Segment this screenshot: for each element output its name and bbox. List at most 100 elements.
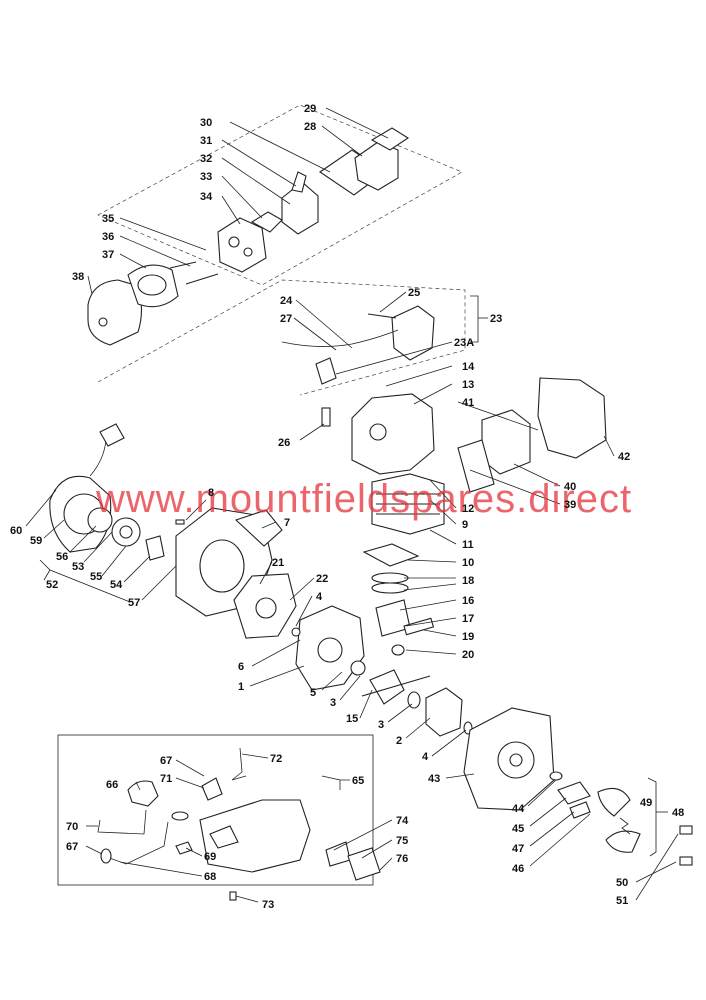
callout-10: 10 <box>462 557 474 569</box>
gasket <box>250 211 283 233</box>
callout-2: 2 <box>396 735 402 747</box>
ignition-coil-group <box>281 305 435 427</box>
callout-35: 35 <box>102 213 114 225</box>
callout-76: 76 <box>396 853 408 865</box>
callout-59: 59 <box>30 535 42 547</box>
callout-39: 39 <box>564 499 576 511</box>
callout-56: 56 <box>56 551 68 563</box>
cylinder-gasket <box>362 543 420 567</box>
callout-4a: 4 <box>316 591 323 603</box>
callout-37: 37 <box>102 249 114 261</box>
callout-7: 7 <box>284 517 290 529</box>
callout-42: 42 <box>618 451 630 463</box>
crankcase-group <box>233 573 555 811</box>
watermark: www.mountfieldspares.direct <box>95 477 632 521</box>
callout-57: 57 <box>128 597 140 609</box>
callout-8: 8 <box>208 487 214 499</box>
callout-18: 18 <box>462 575 474 587</box>
callout-9: 9 <box>462 519 468 531</box>
piston-ring-2 <box>371 582 409 594</box>
callout-36: 36 <box>102 231 114 243</box>
callout-17: 17 <box>462 613 474 625</box>
callout-33: 33 <box>200 171 212 183</box>
callout-21: 21 <box>272 557 284 569</box>
piston-ring-1 <box>371 572 409 584</box>
callout-24: 24 <box>280 295 293 307</box>
callout-41: 41 <box>462 397 474 409</box>
fuel-filter <box>100 848 112 864</box>
callout-3a: 3 <box>330 697 336 709</box>
callout-12: 12 <box>462 503 474 515</box>
callout-16: 16 <box>462 595 474 607</box>
callout-26: 26 <box>278 437 290 449</box>
group-frames <box>57 104 466 886</box>
callout-44: 44 <box>512 803 525 815</box>
callout-13: 13 <box>462 379 474 391</box>
fuel-tank-group <box>97 747 381 901</box>
callout-51: 51 <box>616 895 628 907</box>
callout-46: 46 <box>512 863 524 875</box>
callout-1: 1 <box>238 681 244 693</box>
needle-bearing <box>391 644 405 656</box>
callout-48: 48 <box>672 807 684 819</box>
clutch-group <box>549 771 693 866</box>
callout-55: 55 <box>90 571 102 583</box>
callout-60: 60 <box>10 525 22 537</box>
callout-68: 68 <box>204 871 216 883</box>
leader-lines <box>25 107 679 903</box>
callout-67a: 67 <box>160 755 172 767</box>
callout-45: 45 <box>512 823 524 835</box>
crankshaft <box>369 669 405 705</box>
callout-71: 71 <box>160 773 172 785</box>
callout-73: 73 <box>262 899 274 911</box>
callout-43: 43 <box>428 773 440 785</box>
callout-47: 47 <box>512 843 524 855</box>
callout-5: 5 <box>310 687 316 699</box>
air-filter-cover <box>87 279 143 346</box>
fuel-tank <box>199 799 311 873</box>
callout-72: 72 <box>270 753 282 765</box>
fuel-grommet <box>201 777 223 801</box>
callout-4b: 4 <box>422 751 429 763</box>
callout-40: 40 <box>564 481 576 493</box>
fuel-tank-kit-frame <box>57 734 374 886</box>
ignition-coil <box>391 305 435 361</box>
muffler-gasket <box>457 439 495 493</box>
callout-22: 22 <box>316 573 328 585</box>
callout-3b: 3 <box>378 719 384 731</box>
callout-65: 65 <box>352 775 364 787</box>
callout-34: 34 <box>200 191 213 203</box>
muffler-guard <box>537 377 607 459</box>
callout-75: 75 <box>396 835 408 847</box>
carburettor-group <box>87 127 410 346</box>
cylinder-group <box>351 377 607 656</box>
clutch-shoe-2 <box>605 830 641 853</box>
callout-53: 53 <box>72 561 84 573</box>
piston-pin <box>403 617 435 636</box>
callout-70: 70 <box>66 821 78 833</box>
callout-14: 14 <box>462 361 475 373</box>
callout-27: 27 <box>280 313 292 325</box>
callout-54: 54 <box>110 579 123 591</box>
callout-6: 6 <box>238 661 244 673</box>
clutch-shoe-1 <box>597 787 631 817</box>
callout-28: 28 <box>304 121 316 133</box>
callout-25: 25 <box>408 287 420 299</box>
starter-group <box>49 423 283 617</box>
callout-29: 29 <box>304 103 316 115</box>
callout-30: 30 <box>200 117 212 129</box>
air-filter-cover-knob <box>98 317 108 327</box>
starter-handle <box>99 423 125 447</box>
callout-11: 11 <box>462 539 474 551</box>
callout-74: 74 <box>396 815 409 827</box>
callout-69: 69 <box>204 851 216 863</box>
callout-31: 31 <box>200 135 212 147</box>
starter-pawl-spring <box>145 535 165 561</box>
starter-spring <box>87 507 113 533</box>
callout-23: 23 <box>490 313 502 325</box>
callout-labels: 29 28 30 31 32 33 34 35 36 37 38 25 24 2… <box>10 103 684 911</box>
spark-plug-cap <box>315 357 337 385</box>
spark-plug <box>321 407 331 427</box>
callout-38: 38 <box>72 271 84 283</box>
